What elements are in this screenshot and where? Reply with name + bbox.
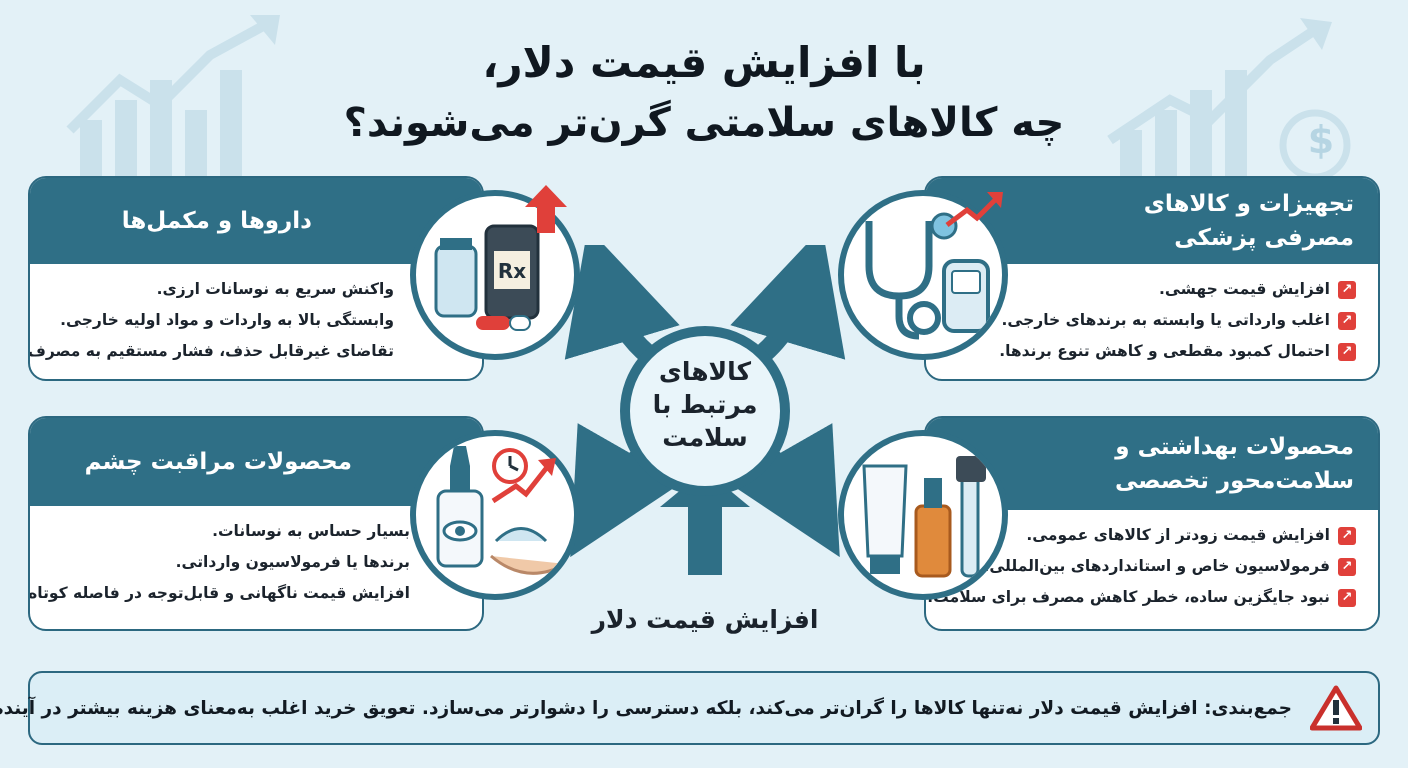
trend-up-arrow-icon [945, 192, 1003, 227]
trend-up-icon: ↗ [1338, 588, 1356, 607]
background-growth-chart-right [1107, 18, 1351, 180]
page-title: با افزایش قیمت دلار، [482, 38, 926, 87]
card-equipment-title: مصرفی پزشکی [1174, 225, 1354, 251]
card-hygiene-title: محصولات بهداشتی و [1115, 434, 1354, 460]
list-item: بسیار حساس به نوسانات. [212, 522, 410, 540]
list-item: ↗نبود جایگزین ساده، خطر کاهش مصرف برای س… [927, 582, 1356, 613]
trend-up-icon: ↗ [1338, 280, 1356, 299]
center-label-line: سلامت [662, 423, 748, 452]
center-label-line: مرتبط با [652, 390, 758, 419]
list-item: افزایش قیمت ناگهانی و قابل‌توجه در فاصله… [28, 584, 410, 602]
cream-tube-icon [862, 464, 908, 558]
list-item: ↗فرمولاسیون خاص و استانداردهای بین‌الملل… [948, 551, 1356, 582]
center-label-line: کالاهای [658, 357, 752, 386]
dollar-increase-label: افزایش قیمت دلار [591, 605, 819, 634]
card-eye-header: محصولات مراقبت چشم [30, 418, 482, 506]
contact-lens-icon [494, 527, 548, 543]
list-item: برندها یا فرمولاسیون وارداتی. [175, 553, 410, 571]
card-hygiene-title: سلامت‌محور تخصصی [1115, 468, 1354, 494]
price-up-arrow-icon [525, 185, 567, 233]
rx-label-icon: Rx [498, 259, 526, 283]
card-equipment-body: ↗افزایش قیمت جهشی. ↗اغلب وارداتی یا وابس… [926, 264, 1378, 377]
otoscope-icon [960, 474, 980, 578]
card-eye-body: بسیار حساس به نوسانات. برندها یا فرمولاس… [30, 506, 482, 619]
card-eye-title: محصولات مراقبت چشم [84, 449, 352, 475]
card-hygiene-header: محصولات بهداشتی و سلامت‌محور تخصصی [926, 418, 1378, 510]
list-item: ↗افزایش قیمت جهشی. [948, 274, 1356, 305]
card-drugs-body: واکنش سریع به نوسانات ارزی. وابستگی بالا… [30, 264, 482, 377]
trend-up-icon: ↗ [1338, 342, 1356, 361]
warning-icon [1310, 685, 1362, 731]
stethoscope-icon [865, 221, 933, 300]
list-item: واکنش سریع به نوسانات ارزی. [156, 280, 394, 298]
pill-bottle-icon [434, 244, 478, 318]
equipment-illustration [838, 190, 1008, 360]
card-hygiene-body: ↗افزایش قیمت زودتر از کالاهای عمومی. ↗فر… [926, 510, 1378, 623]
card-drugs-header: داروها و مکمل‌ها [30, 178, 482, 264]
card-eye: محصولات مراقبت چشم بسیار حساس به نوسانات… [28, 416, 484, 631]
serum-bottle-icon [914, 504, 952, 578]
arrow-dollar-stem [688, 500, 722, 575]
trend-up-icon: ↗ [1338, 557, 1356, 576]
background-growth-chart-left [66, 15, 280, 180]
list-item: وابستگی بالا به واردات و مواد اولیه خارج… [60, 311, 394, 329]
list-item: ↗اغلب وارداتی یا وابسته به برندهای خارجی… [948, 305, 1356, 336]
drugs-illustration: Rx [410, 190, 580, 360]
summary-text: جمع‌بندی: افزایش قیمت دلار نه‌تنها کالاه… [0, 697, 1292, 719]
clock-price-up-icon [491, 448, 556, 504]
center-circle [620, 326, 790, 496]
card-hygiene: محصولات بهداشتی و سلامت‌محور تخصصی ↗افزا… [924, 416, 1380, 631]
trend-up-icon: ↗ [1338, 526, 1356, 545]
list-item: ↗افزایش قیمت زودتر از کالاهای عمومی. [948, 520, 1356, 551]
summary-box: جمع‌بندی: افزایش قیمت دلار نه‌تنها کالاه… [0, 671, 1380, 745]
list-item: تقاضای غیرقابل حذف، فشار مستقیم به مصرف‌… [28, 342, 394, 360]
trend-up-icon: ↗ [1338, 311, 1356, 330]
center-label: کالاهای مرتبط با سلامت [620, 355, 790, 454]
hygiene-illustration [838, 430, 1008, 600]
background-dollar-icon: $ [1307, 118, 1335, 162]
list-item: ↗احتمال کمبود مقطعی و کاهش تنوع برندها. [948, 336, 1356, 367]
card-equipment-title: تجهیزات و کالاهای [1143, 191, 1354, 217]
card-drugs-title: داروها و مکمل‌ها [121, 208, 312, 234]
page-subtitle: چه کالاهای سلامتی گرن‌تر می‌شوند؟ [343, 100, 1065, 146]
